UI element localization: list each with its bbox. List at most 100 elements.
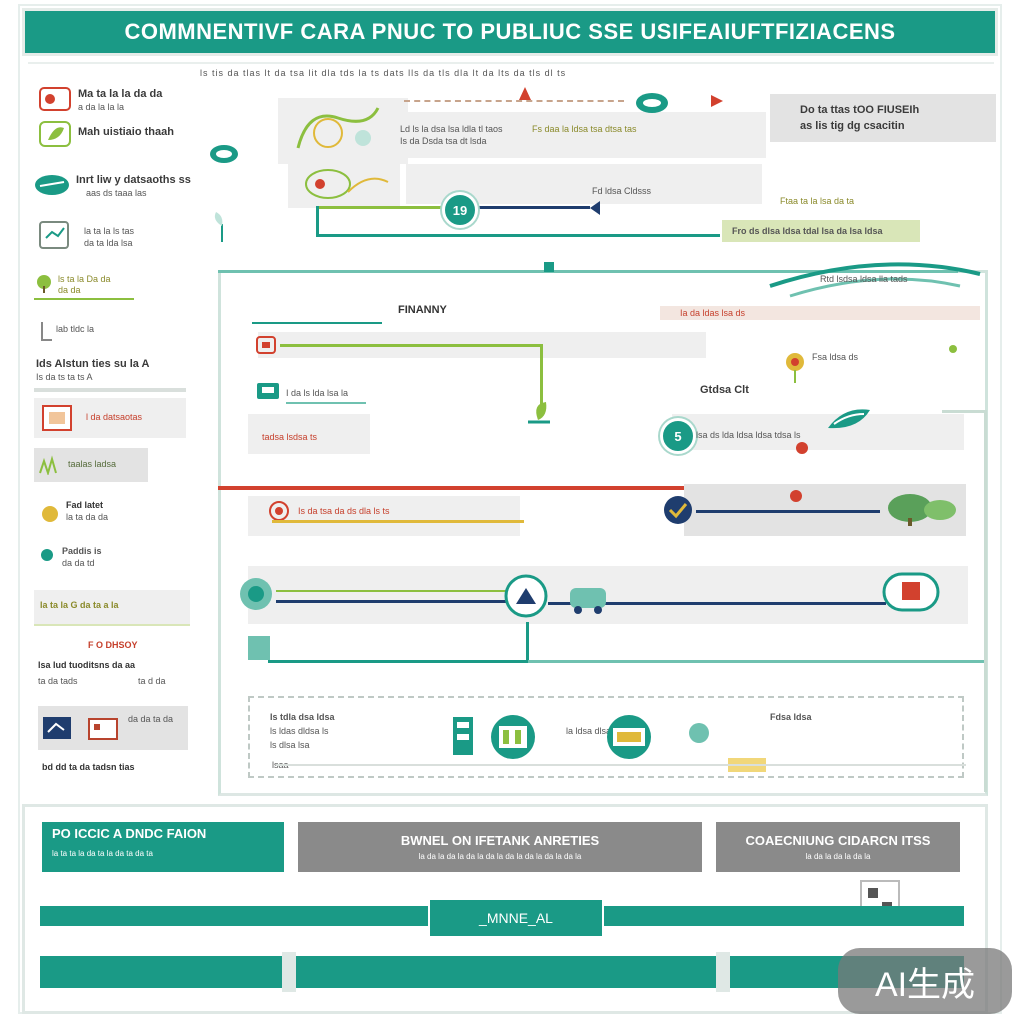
plant-icon [214,212,223,242]
divider [34,388,186,392]
row-label: lsa ds lda ldsa ldsa tdsa ls [696,430,801,440]
legend-item [38,120,72,148]
legend-label: taalas ladsa [68,459,117,469]
row-band [248,496,520,536]
arrow-right-icon [710,94,724,108]
legend-label: ta da tads [38,676,78,686]
connector-line [276,600,508,603]
drop-icon [41,549,53,561]
row-label: I da ls lda lsa la [286,388,349,398]
bottom-heading-2-title: BWNEL ON IFETANK ANRETIES [400,833,600,848]
bottom-heading-1: PO ICCIC A DNDC FAION la ta ta la da ta … [42,822,284,872]
kiosk-icon [880,570,942,614]
legend-item [38,86,72,112]
panel-label: ls ldas dldsa ls [270,726,329,736]
bar-divider [716,952,730,992]
connector-line [526,622,529,662]
row-band [672,414,964,450]
connector-line [268,660,528,663]
row-band [248,414,370,454]
map-icon [39,87,71,111]
plant-icon [524,398,554,426]
connector-line [316,206,446,209]
legend-label: la ta la ls tas [84,226,135,236]
connector-line-red [218,486,704,490]
station-icon [484,712,542,762]
connector-line [280,344,540,347]
garden-map-icon [305,169,389,199]
header-divider [28,62,994,64]
leaf-cluster-icon [35,175,69,195]
tool-icon [500,574,552,618]
cart-icon [256,382,280,402]
row-band [660,306,980,320]
legend-label: Ma ta la la da da [78,88,163,100]
row-label: Ia da ldas lsa ds [680,308,746,318]
frame-icon [42,405,72,431]
vehicle-icon [568,580,608,616]
tree-icon [880,492,960,528]
sun-icon [42,506,58,522]
legend-label: ls ta la Da da [58,274,111,284]
row-label: tadsa lsdsa ts [262,432,318,442]
section-header: FINANNY [398,304,447,316]
legend-item: l da datsaotas [34,398,186,438]
legend-label: Inrt liw y datsaoths ss [76,174,191,186]
row-label: Ftaa ta la lsa da ta [780,196,855,206]
legend-sub: a da la la la [78,102,125,112]
row-label: Fsa ldsa ds [812,352,859,362]
dashed-panel [248,696,964,778]
legend-label: F O DHSOY [88,640,138,650]
legend-item: ls ta la Da da da da [34,274,134,300]
document-icon [39,221,69,249]
frame-top-line [218,270,958,273]
legend-label: Mah uistiaio thaah [78,126,174,138]
bottom-heading-3: COAECNIUNG CIDARCN ITSS la da la da la d… [716,822,960,872]
legend-label: bd dd ta da tadsn tias [42,762,135,772]
panel-label: ls dlsa lsa [270,740,310,750]
legend-sub: da da ta da [128,714,174,724]
step-badge: 5 [660,418,696,454]
bottom-heading-3-title: COAECNIUNG CIDARCN ITSS [745,833,931,848]
connector-line [276,590,508,592]
station-icon [600,712,658,762]
panel-label: Is tdla dsa ldsa [270,712,335,722]
pin-icon [518,86,532,102]
arrow-icon [588,200,602,216]
legend-label: Fad latet [66,500,104,510]
grass-icon [39,455,57,475]
gear-icon [236,574,276,614]
legend-item [38,320,56,342]
leaf-icon [824,404,874,432]
connector-line [276,764,966,766]
shelf-icon [452,716,474,756]
row-band [404,112,766,158]
cloud-icon [634,92,670,114]
row-band [248,566,968,624]
dot-icon [686,720,712,746]
legend-sub: Is da ts ta ts A [36,372,93,382]
bottom-heading-2-sub: la da la da la da la da la da la da la d… [418,852,582,861]
panel-label: la ldsa dlsa lsa [566,726,626,736]
map-tile [288,162,400,208]
highlight-band [722,220,920,242]
connector-line [470,206,590,209]
leaf-icon [39,121,71,147]
connector-line [540,344,543,410]
legend-item: Fad latet la ta da da [34,498,164,528]
connector-line [548,602,886,605]
map-tile [278,98,408,164]
row-label: Fs daa la ldsa tsa dtsa tas [532,124,637,134]
connector-line [696,510,880,513]
frame-node [544,262,554,272]
poster-title: COMMNENTIVF CARA PNUC TO PUBLIUC SSE USI… [22,8,998,56]
legend-label: lab tldc la [56,324,95,334]
legend-label: l da datsaotas [86,412,143,422]
ai-generated-badge: AI生成 [838,948,1012,1014]
lock-icon [256,336,276,354]
bracket-node [248,636,270,660]
center-label: _MNNE_AL [428,898,604,938]
badge-icon [660,494,696,526]
connector-line [526,660,984,663]
subtitle-line: ls tis da tlas lt da tsa lit dla tds la … [200,68,567,78]
